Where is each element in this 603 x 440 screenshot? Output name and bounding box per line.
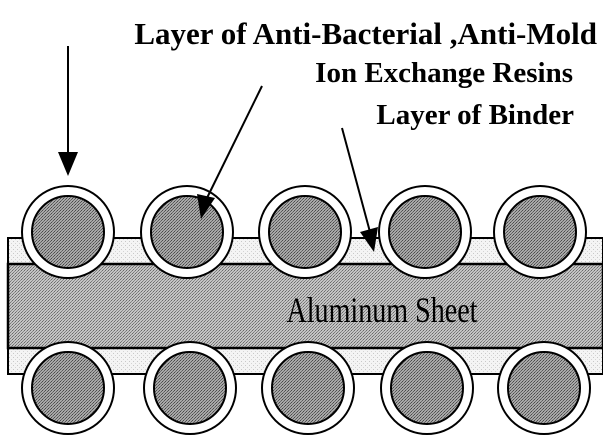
arrow-ion-exchange-resins <box>197 85 263 219</box>
resin-bead-row-bottom <box>21 341 591 435</box>
resin-bead <box>140 185 234 279</box>
resin-bead <box>21 185 115 279</box>
label-binder-layer: Layer of Binder <box>376 99 574 131</box>
resin-bead <box>378 185 472 279</box>
resin-bead <box>258 185 352 279</box>
label-aluminum-sheet: Aluminum Sheet <box>287 290 478 330</box>
arrow-binder-layer <box>341 127 378 252</box>
resin-bead <box>380 341 474 435</box>
arrow-antibacterial-layer <box>58 46 78 176</box>
resin-bead <box>497 341 591 435</box>
resin-bead <box>143 341 237 435</box>
resin-bead <box>261 341 355 435</box>
resin-bead <box>21 341 115 435</box>
label-ion-exchange-resins: Ion Exchange Resins <box>315 57 573 89</box>
resin-bead <box>493 185 587 279</box>
resin-bead-row-top <box>21 185 587 279</box>
label-antibacterial-layer: Layer of Anti-Bacterial ,Anti-Mold <box>134 16 597 51</box>
